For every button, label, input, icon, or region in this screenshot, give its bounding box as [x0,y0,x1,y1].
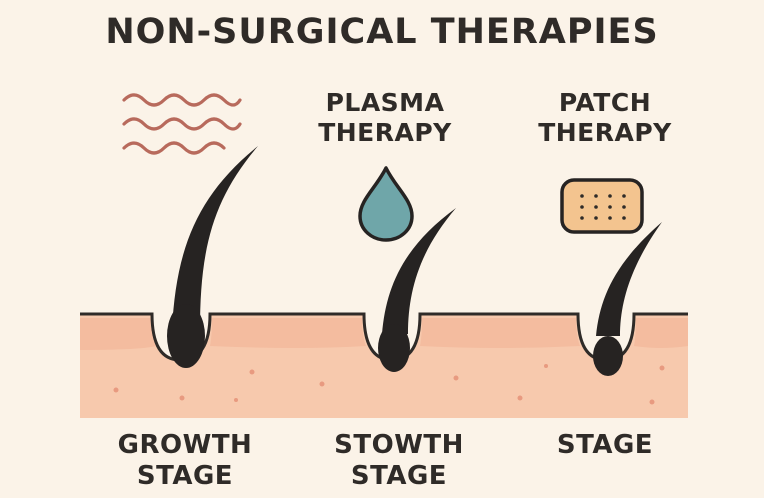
therapy-label-plasma: PLASMA THERAPY [300,88,470,147]
skin-pore [544,364,548,368]
skin-pores [113,364,665,405]
skin-pore [659,365,665,371]
skin-pore [649,399,655,405]
skin-top-band [210,318,366,348]
stage-label-stowth: STOWTH STAGE [314,430,484,491]
skin-pore [113,387,119,393]
droplet-icon [358,166,414,242]
stage-label-stage: STAGE [520,430,690,461]
skin-pore [517,395,523,401]
skin-pore [234,398,238,402]
hair-bulb [378,324,410,372]
diagram-title: NON-SURGICAL THERAPIES [105,12,659,52]
skin-top-band [420,318,580,348]
therapy-label-line: THERAPY [318,117,452,147]
therapy-label-patch: PATCH THERAPY [520,88,690,147]
hair-strand [593,222,662,376]
hair-bulb [167,304,205,368]
wave-lines-icon [122,93,242,155]
stage-label-line: STAGE [350,460,448,491]
patch-icon [560,178,644,234]
skin-pore [179,395,185,401]
stage-label-line: STOWTH [334,430,464,460]
therapy-label-line: THERAPY [538,117,672,147]
therapy-label-line: PLASMA [325,88,445,117]
stage-label-line: STAGE [136,460,234,491]
skin-top-band [634,318,688,348]
hair-bulb [593,336,623,376]
stage-label-line: GROWTH [117,430,253,460]
hair-strand [378,208,456,372]
skin-pore [453,375,459,381]
skin-pore [249,369,255,375]
stage-label-growth: GROWTH STAGE [100,430,270,491]
skin-top-band [80,318,156,350]
skin-pore [319,381,325,387]
patch-dots [580,194,626,220]
therapy-label-line: PATCH [558,88,652,117]
stage-label-line: STAGE [556,430,654,460]
hair-strand [167,146,258,368]
